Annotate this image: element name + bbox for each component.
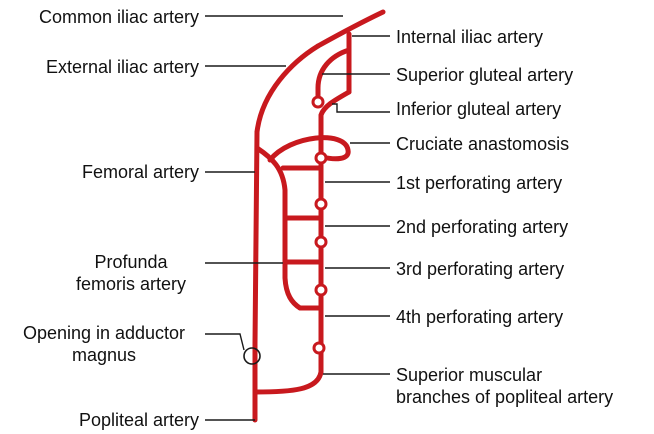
leader-adductor: [205, 334, 244, 350]
foramen-circle: [316, 153, 326, 163]
arteries: [255, 12, 383, 420]
label-perf1: 1st perforating artery: [396, 172, 562, 194]
label-perf2: 2nd perforating artery: [396, 216, 568, 238]
label-femoral: Femoral artery: [82, 161, 199, 183]
foramen-circle: [316, 237, 326, 247]
label-sup-musc-line2: branches of popliteal artery: [396, 386, 613, 408]
label-sup-musc: Superior muscular branches of popliteal …: [396, 364, 613, 408]
superior-muscular-branch: [255, 372, 321, 392]
label-inferior-gluteal: Inferior gluteal artery: [396, 98, 561, 120]
foramen-circle: [314, 343, 324, 353]
label-adductor-line2: magnus: [4, 344, 204, 366]
femoral-artery: [255, 132, 257, 344]
label-internal-iliac: Internal iliac artery: [396, 26, 543, 48]
label-profunda-line1: Profunda: [56, 251, 206, 273]
external-iliac-artery: [257, 46, 318, 132]
foramen-circle: [316, 285, 326, 295]
cruciate-arc: [270, 138, 348, 160]
label-superior-gluteal: Superior gluteal artery: [396, 64, 573, 86]
label-adductor: Opening in adductor magnus: [4, 322, 204, 366]
profunda-femoris-artery: [257, 148, 300, 308]
label-common-iliac: Common iliac artery: [39, 6, 199, 28]
foramen-circle: [313, 97, 323, 107]
leader-inferior-gluteal: [332, 104, 390, 112]
label-perf4: 4th perforating artery: [396, 306, 563, 328]
label-popliteal: Popliteal artery: [79, 409, 199, 431]
label-adductor-line1: Opening in adductor: [4, 322, 204, 344]
foramen-circle: [316, 199, 326, 209]
label-cruciate: Cruciate anastomosis: [396, 133, 569, 155]
label-sup-musc-line1: Superior muscular: [396, 364, 613, 386]
label-perf3: 3rd perforating artery: [396, 258, 564, 280]
label-profunda: Profunda femoris artery: [56, 251, 206, 295]
adductor-opening-ring: [244, 348, 260, 364]
superior-gluteal-artery: [318, 50, 349, 96]
label-external-iliac: External iliac artery: [46, 56, 199, 78]
label-profunda-line2: femoris artery: [56, 273, 206, 295]
